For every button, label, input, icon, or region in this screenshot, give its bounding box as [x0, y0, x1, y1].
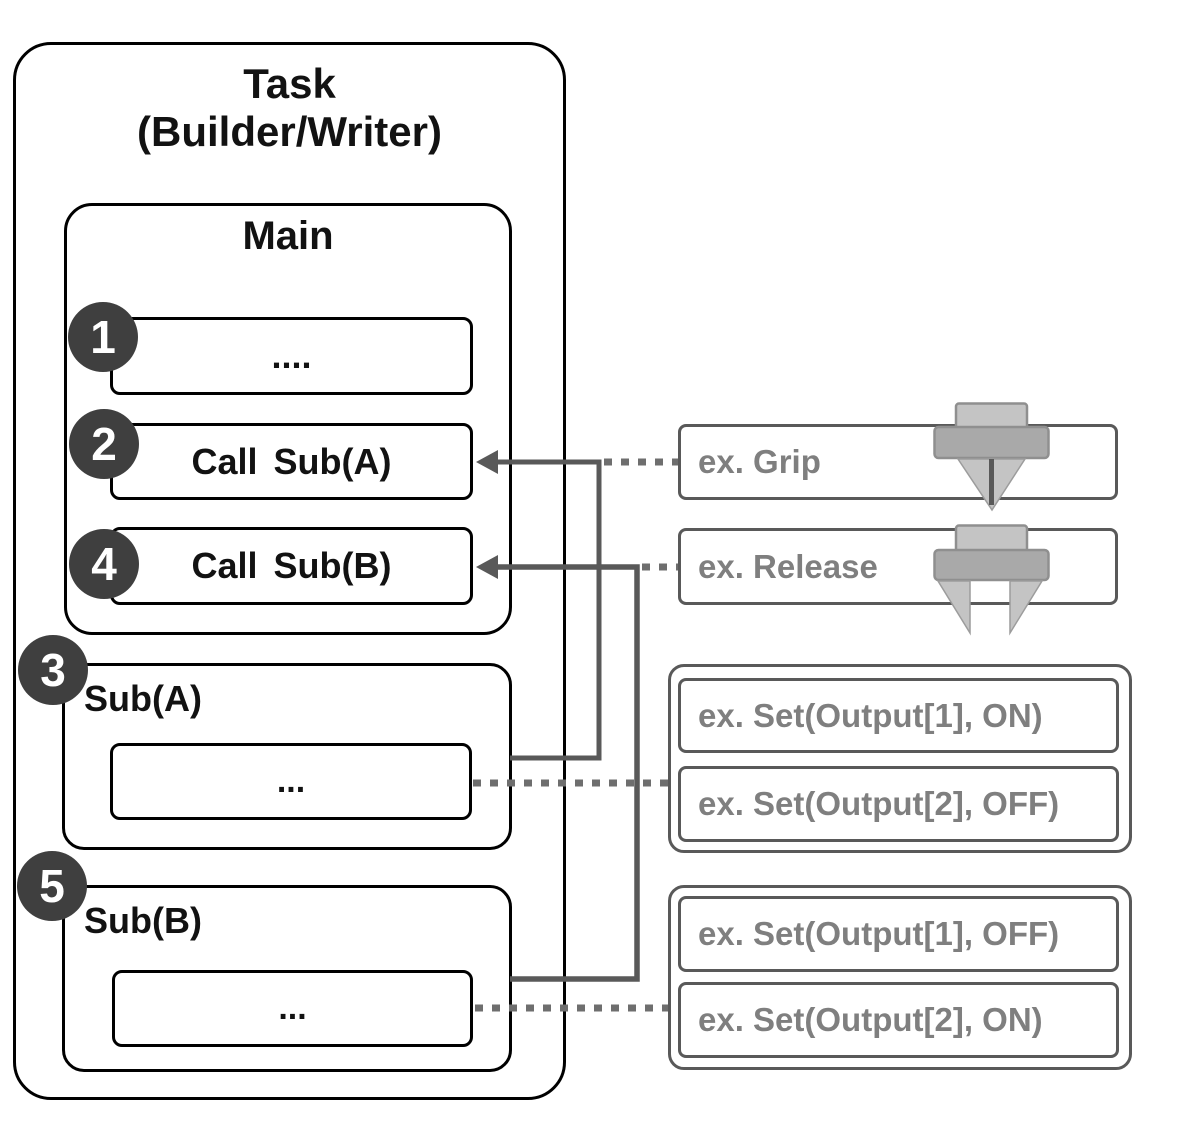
sub-b-action-2-label: ex. Set(Output[2], ON) — [698, 1001, 1043, 1038]
task-title-line1: Task — [243, 60, 336, 107]
sub-a-body: ... — [276, 762, 306, 800]
release-example-box: ex. Release — [678, 528, 1118, 605]
step-badge-5: 5 — [17, 851, 87, 921]
main-step-1-label: .... — [271, 335, 312, 376]
step-badge-2: 2 — [69, 409, 139, 479]
sub-a-title: Sub(A) — [84, 678, 202, 719]
step-badge-4: 4 — [69, 529, 139, 599]
main-step-1-box: .... — [110, 317, 473, 395]
sub-b-action-1-label: ex. Set(Output[1], OFF) — [698, 915, 1060, 952]
main-step-2-label: Call Sub(A) — [191, 440, 392, 482]
task-title-line2: (Builder/Writer) — [137, 108, 442, 155]
sub-b-body-box: ... — [112, 970, 473, 1047]
main-title: Main — [242, 214, 334, 258]
sub-b-action-2-box: ex. Set(Output[2], ON) — [678, 982, 1119, 1058]
main-step-3-box: Call Sub(B) — [110, 527, 473, 605]
gripper-closed-icon — [933, 402, 1050, 512]
gripper-open-icon — [933, 524, 1050, 636]
sub-a-action-2-label: ex. Set(Output[2], OFF) — [698, 785, 1060, 822]
sub-a-action-1-box: ex. Set(Output[1], ON) — [678, 678, 1119, 753]
main-step-2-box: Call Sub(A) — [110, 423, 473, 500]
main-step-3-label: Call Sub(B) — [191, 545, 392, 586]
sub-a-action-1-label: ex. Set(Output[1], ON) — [698, 696, 1043, 734]
sub-b-action-1-box: ex. Set(Output[1], OFF) — [678, 896, 1119, 972]
release-example-label: ex. Release — [698, 547, 878, 585]
grip-example-label: ex. Grip — [698, 443, 821, 480]
sub-b-body: ... — [278, 989, 307, 1027]
sub-b-title: Sub(B) — [84, 900, 202, 941]
grip-example-box: ex. Grip — [678, 424, 1118, 500]
step-badge-1: 1 — [68, 302, 138, 372]
sub-a-action-2-box: ex. Set(Output[2], OFF) — [678, 766, 1119, 842]
task-title: Task (Builder/Writer) — [13, 60, 566, 156]
step-badge-3: 3 — [18, 635, 88, 705]
sub-a-body-box: ... — [110, 743, 472, 820]
